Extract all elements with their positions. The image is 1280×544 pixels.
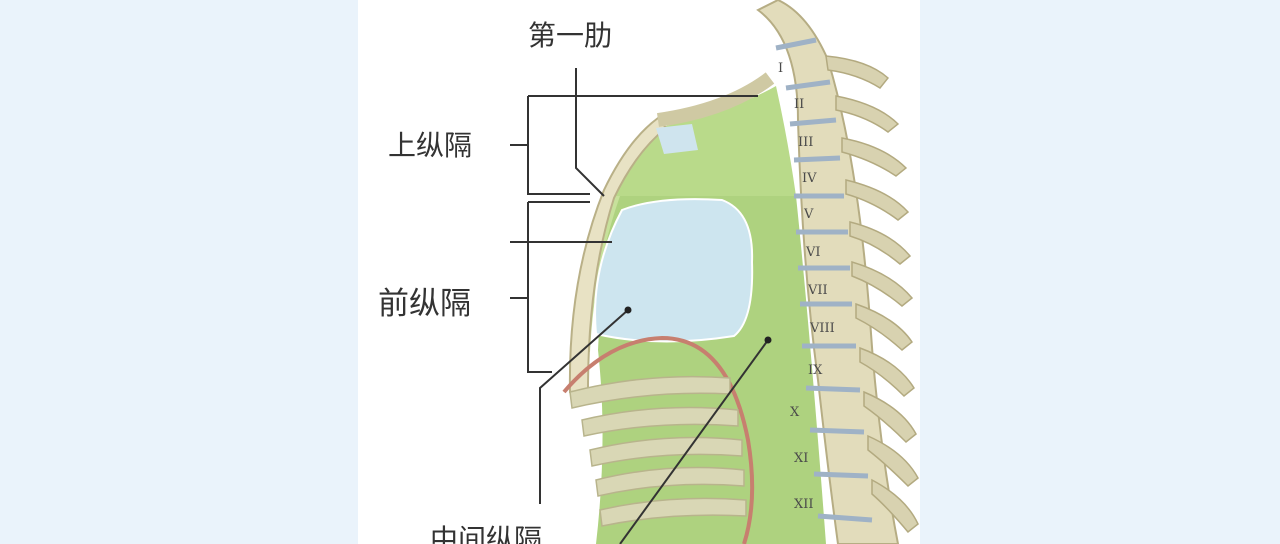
vertebra-numeral: VIII [809, 321, 835, 336]
label-anterior-mediastinum: 前纵隔 [378, 286, 471, 322]
diagram-panel: I II III IV V VI VII VIII IX X XI XII 第一… [358, 0, 920, 544]
vertebra-numeral: I [778, 61, 783, 76]
manubrium-notch [656, 124, 698, 154]
first-rib-arc [657, 72, 775, 127]
diaphragm [562, 335, 755, 544]
label-middle-mediastinum: 中间纵隔 [430, 523, 543, 544]
superior-mediastinum-region [606, 86, 796, 196]
vertebra-numeral: IX [808, 363, 823, 378]
spinous-processes [825, 55, 919, 534]
vertebra-numeral: IV [802, 171, 817, 186]
vertebra-numeral: XI [794, 451, 808, 466]
heart [594, 198, 754, 343]
leader-dots [624, 306, 772, 344]
mediastinum-illustration: I II III IV V VI VII VIII IX X XI XII [510, 0, 919, 544]
vertebra-numeral: X [790, 405, 800, 420]
vertebra-numeral: III [798, 135, 813, 150]
sternum [568, 116, 668, 394]
lower-ribs [569, 375, 747, 527]
leader-lines [510, 68, 769, 544]
label-first-rib: 第一肋 [528, 19, 613, 52]
vertebra-numeral: VII [807, 283, 828, 298]
vertebra-numeral: XII [794, 497, 814, 512]
vertebra-discs [775, 37, 873, 523]
vertebra-numeral: VI [805, 245, 821, 260]
label-superior-mediastinum: 上纵隔 [388, 129, 473, 162]
vertebra-numeral: V [803, 207, 814, 222]
vertebra-numeral: II [794, 97, 804, 112]
vertebra-numerals: I II III IV V VI VII VIII IX X XI XII [778, 61, 835, 512]
